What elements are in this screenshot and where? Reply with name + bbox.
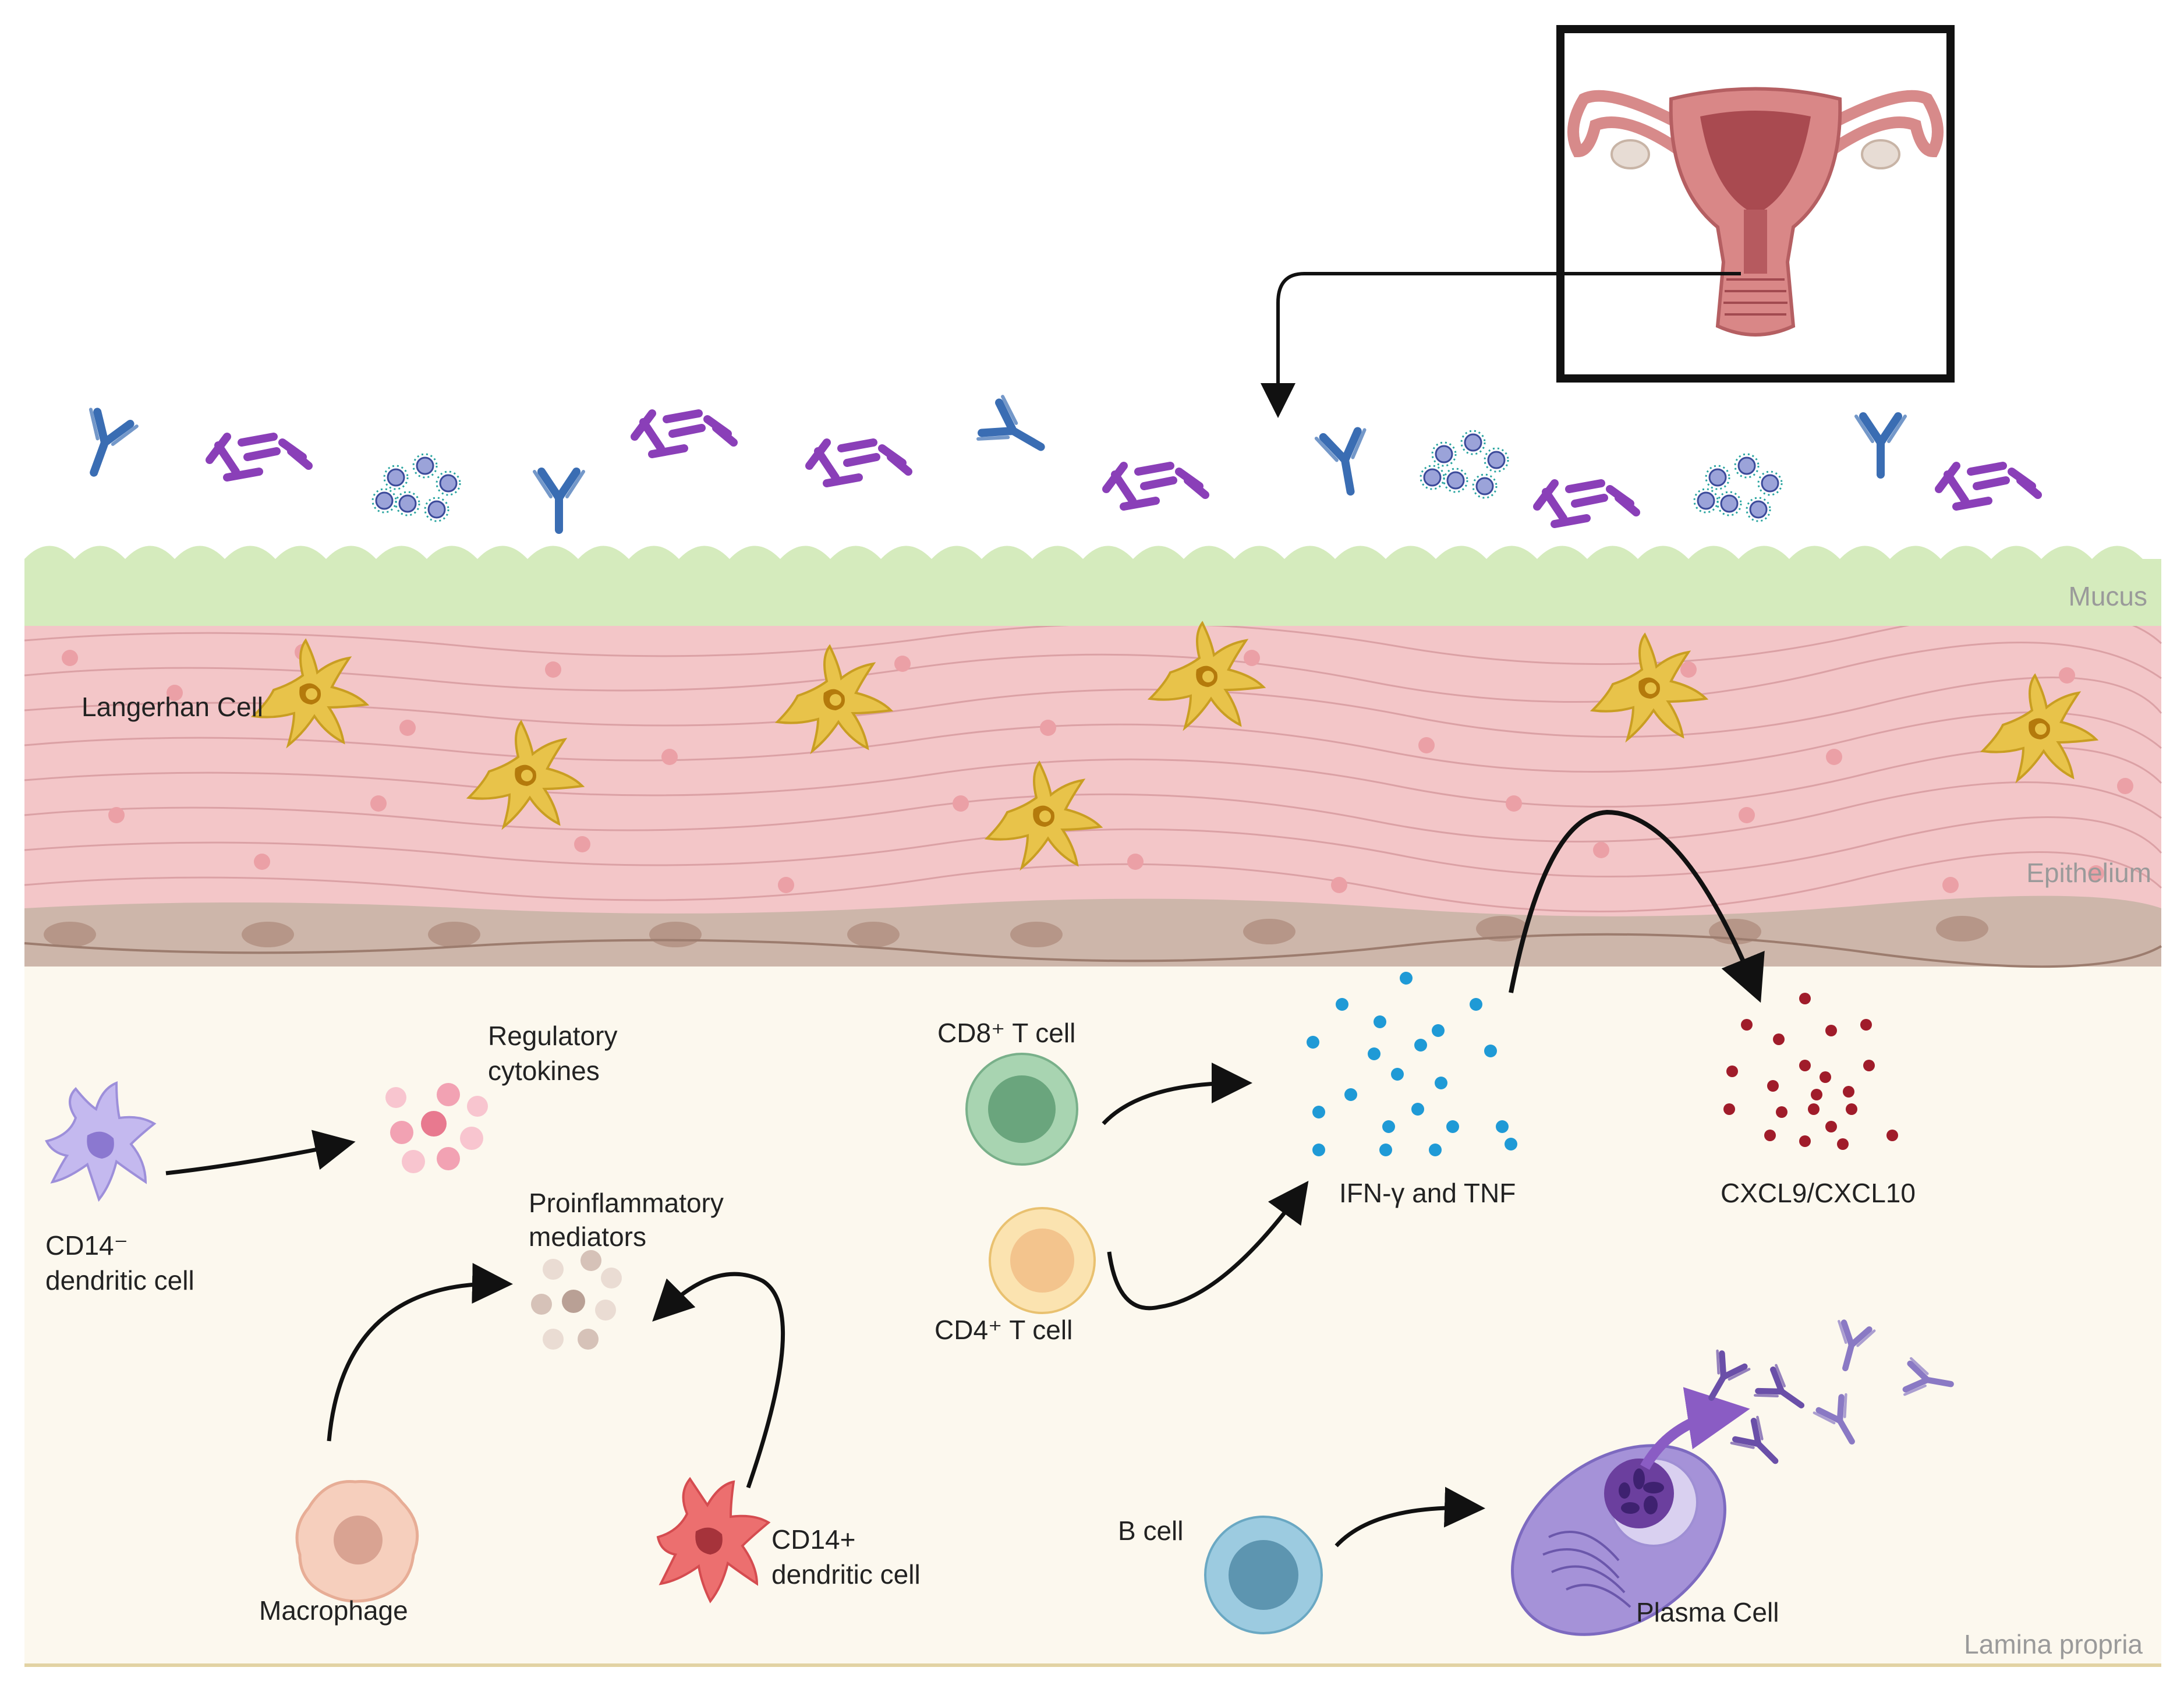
ifn-tnf-dots bbox=[1307, 972, 1517, 1156]
antibody-icon bbox=[535, 472, 583, 530]
proinflammatory-label-line2: mediators bbox=[529, 1222, 646, 1252]
epithelium-nuclei bbox=[62, 644, 2133, 893]
uterus-icon bbox=[1567, 87, 1944, 337]
cd4-t-cell-icon bbox=[989, 1207, 1096, 1314]
macrophage-icon bbox=[295, 1479, 419, 1603]
arrow-macrophage-to-proinflammatory bbox=[327, 1263, 513, 1442]
arrow-cd14neg-to-regulatory bbox=[165, 1130, 356, 1176]
bacteria-icon bbox=[809, 443, 908, 483]
cd4-t-cell-label: CD4⁺ T cell bbox=[935, 1315, 1072, 1345]
cxcl-label: CXCL9/CXCL10 bbox=[1721, 1178, 1916, 1208]
arrow-cd14pos-to-proinflammatory bbox=[652, 1272, 785, 1489]
arrow-ifn-to-cxcl bbox=[1509, 809, 1765, 1003]
langerhans-cell-label: Langerhan Cell bbox=[82, 692, 263, 722]
cd14-positive-label-line2: dendritic cell bbox=[771, 1559, 921, 1590]
basal-layer bbox=[24, 895, 2161, 967]
arrow-cd8-to-ifn bbox=[1102, 1063, 1252, 1125]
cd14-positive-label-line1: CD14+ bbox=[771, 1524, 855, 1555]
antibody-icon bbox=[1856, 416, 1905, 475]
cxcl-dots bbox=[1723, 993, 1898, 1150]
bacteria-icon bbox=[1939, 466, 2038, 507]
antibody-icon bbox=[1316, 430, 1375, 495]
virus-icon bbox=[1694, 454, 1782, 521]
cd14-negative-dendritic-cell-icon bbox=[45, 1081, 157, 1202]
regulatory-cytokines-icon bbox=[385, 1083, 488, 1173]
basal-cells bbox=[44, 916, 1988, 947]
plasma-secretion-arrow bbox=[1640, 1387, 1750, 1470]
epithelium-texture bbox=[24, 609, 2162, 913]
mucus-layer bbox=[24, 546, 2161, 626]
antibody-icon bbox=[71, 409, 137, 481]
mucus-layer-label: Mucus bbox=[2069, 581, 2147, 611]
plasma-cell-icon bbox=[1511, 1444, 1726, 1636]
cd14-negative-label-line2: dendritic cell bbox=[45, 1265, 194, 1295]
bacteria-icon bbox=[1537, 483, 1636, 524]
regulatory-cytokines-label-line1: Regulatory bbox=[488, 1021, 617, 1051]
macrophage-label: Macrophage bbox=[259, 1595, 408, 1626]
plasma-cell-label: Plasma Cell bbox=[1636, 1597, 1779, 1627]
bacteria-icon bbox=[635, 413, 734, 454]
inset-pointer-arrow bbox=[1261, 272, 1741, 418]
virus-icon bbox=[373, 454, 460, 521]
b-cell-label: B cell bbox=[1118, 1516, 1183, 1546]
regulatory-cytokines-label-line2: cytokines bbox=[488, 1056, 600, 1086]
epithelium-layer-label: Epithelium bbox=[2026, 858, 2151, 888]
cd14-negative-label-line1: CD14⁻ bbox=[45, 1230, 128, 1261]
virus-icon bbox=[1421, 431, 1508, 498]
arrow-bcell-to-plasma bbox=[1335, 1486, 1485, 1548]
cd8-t-cell-icon bbox=[965, 1053, 1078, 1166]
antibody-icon bbox=[978, 397, 1053, 468]
proinflammatory-label-line1: Proinflammatory bbox=[529, 1188, 724, 1218]
b-cell-icon bbox=[1204, 1516, 1323, 1634]
cd8-t-cell-label: CD8⁺ T cell bbox=[937, 1018, 1075, 1048]
proinflammatory-mediators-icon bbox=[531, 1250, 622, 1350]
bacteria-icon bbox=[210, 437, 309, 477]
lamina-propria-label: Lamina propria bbox=[1964, 1629, 2143, 1659]
arrow-cd4-to-ifn bbox=[1107, 1181, 1309, 1311]
basal-membrane bbox=[24, 933, 2162, 968]
cd14-positive-dendritic-cell-icon bbox=[656, 1477, 771, 1603]
epithelium-layer bbox=[24, 606, 2161, 932]
bacteria-icon bbox=[1106, 466, 1205, 507]
ifn-tnf-label: IFN-γ and TNF bbox=[1339, 1178, 1516, 1208]
